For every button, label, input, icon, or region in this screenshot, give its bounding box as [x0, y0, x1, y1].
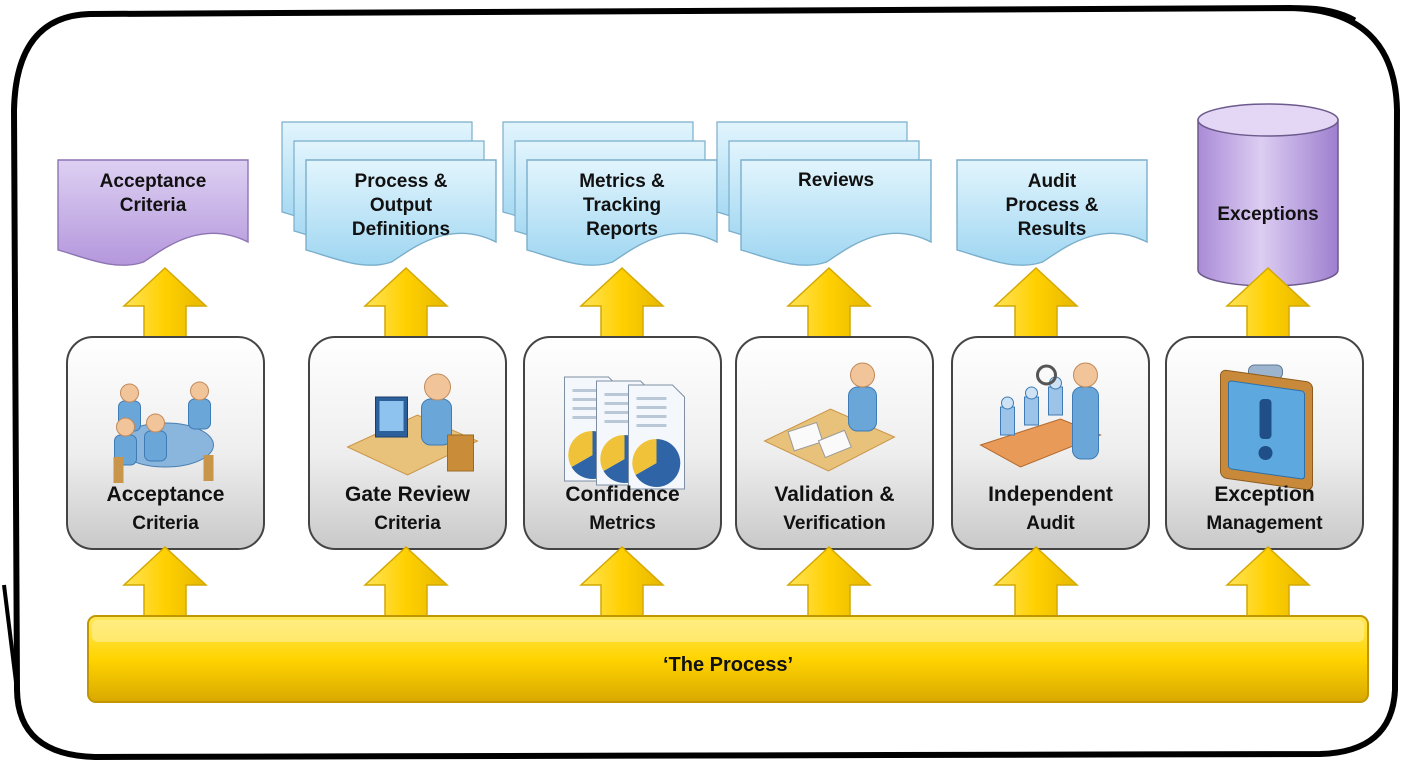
output-arrows [122, 266, 1311, 338]
activity-subtitle: Management [1206, 513, 1323, 534]
activity-subtitle: Audit [1026, 513, 1075, 534]
output-label-line: Criteria [120, 195, 187, 216]
output-label-line: Reviews [798, 170, 874, 191]
outer-frame [11, 5, 1400, 760]
output-label-line: Metrics & [579, 171, 665, 192]
process-arrow-audit [993, 545, 1079, 619]
activity-title: Acceptance [107, 483, 225, 506]
frame-stroke-tail-left [2, 584, 19, 691]
meeting-icon [113, 381, 214, 483]
activity-validation: Validation & Verification [735, 336, 934, 550]
activity-subtitle: Criteria [132, 513, 199, 534]
process-bar-label: ‘The Process’ [663, 654, 793, 676]
review-desk-icon [763, 362, 896, 472]
activity-title: Validation & [774, 483, 894, 506]
output-label-line: Process & [355, 171, 448, 192]
document-page [956, 159, 1148, 266]
document-page [305, 159, 497, 266]
output-label-line: Audit [1028, 171, 1077, 192]
activity-subtitle: Criteria [374, 513, 441, 534]
frame-stroke-tail [1289, 5, 1357, 23]
up-arrow-acceptance [122, 266, 208, 338]
database-top [1197, 103, 1339, 137]
output-exception: Exceptions [1197, 103, 1339, 287]
output-label-line: Process & [1006, 195, 1099, 216]
alert-board-icon [1220, 364, 1313, 491]
metrics-report-icon [564, 376, 685, 490]
output-label-line: Reports [586, 219, 658, 240]
activity-title: Confidence [565, 483, 679, 506]
process-arrows [122, 545, 1311, 619]
activity-subtitle: Verification [783, 513, 885, 534]
document-page [57, 159, 249, 266]
activity-title: Gate Review [345, 483, 471, 506]
output-label-line: Results [1018, 219, 1087, 240]
output-label-line: Definitions [352, 219, 450, 240]
output-label-line: Acceptance [100, 171, 207, 192]
output-label: Exceptions [1217, 204, 1318, 225]
process-arrow-confidence [579, 545, 665, 619]
up-arrow-audit [993, 266, 1079, 338]
workstation-icon [346, 373, 479, 476]
process-arrow-acceptance [122, 545, 208, 619]
inspector-icon [979, 362, 1102, 468]
up-arrow-validation [786, 266, 872, 338]
up-arrow-gate-review [363, 266, 449, 338]
up-arrow-confidence [579, 266, 665, 338]
output-label-line: Tracking [583, 195, 661, 216]
process-arrow-exception [1225, 545, 1311, 619]
document-page [740, 159, 932, 266]
output-label-line: Output [370, 195, 433, 216]
activity-title: Exception [1214, 483, 1314, 506]
activity-subtitle: Metrics [589, 513, 656, 534]
output-validation: Reviews [716, 121, 932, 266]
process-arrow-validation [786, 545, 872, 619]
process-arrow-gate-review [363, 545, 449, 619]
process-bar: ‘The Process’ [87, 615, 1369, 703]
document-page [526, 159, 718, 266]
database-body [1197, 119, 1339, 287]
activity-title: Independent [988, 483, 1113, 506]
